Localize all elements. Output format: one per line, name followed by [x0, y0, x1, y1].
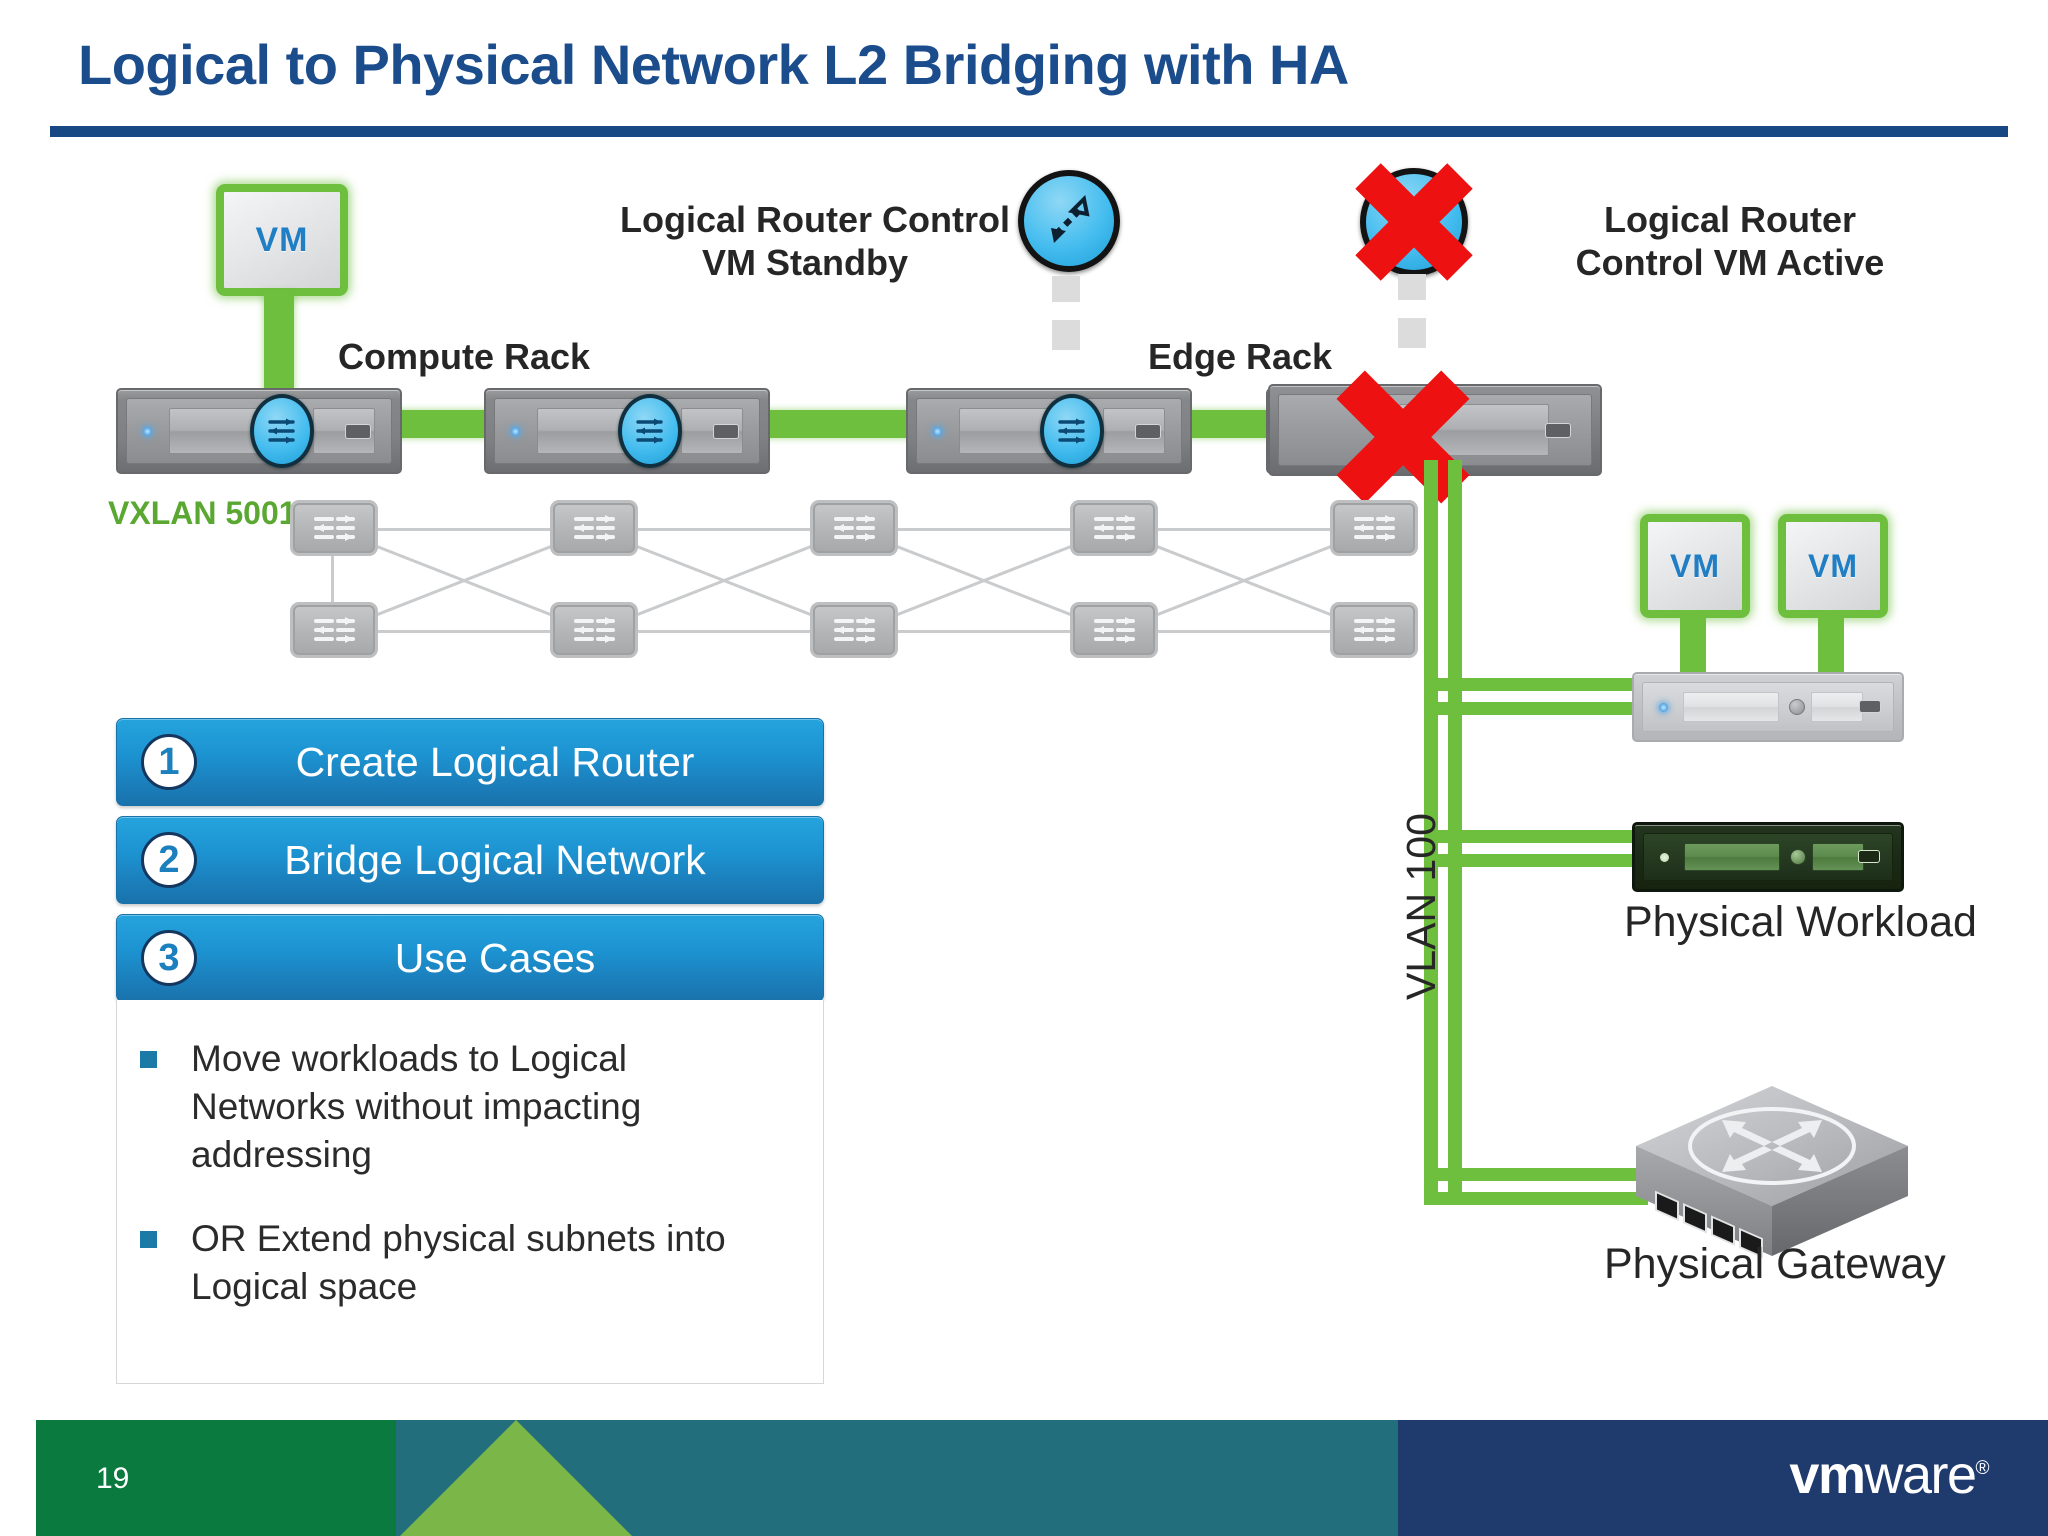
fabric-link [854, 630, 1114, 633]
router-standby-connector [1052, 276, 1080, 386]
physical-workload-server [1632, 822, 1904, 892]
fabric-switch-icon [290, 500, 378, 556]
fabric-switch-icon [1330, 602, 1418, 658]
step-bar-1[interactable]: 1 Create Logical Router [116, 718, 824, 806]
title-divider [50, 126, 2008, 137]
page-title: Logical to Physical Network L2 Bridging … [78, 33, 1349, 96]
host-port-icon [345, 424, 371, 439]
vm-right-2-label: VM [1808, 547, 1858, 584]
host-port-icon [1545, 423, 1571, 438]
drive-bay [1683, 692, 1779, 722]
use-cases-panel [116, 1000, 824, 1384]
router-active-label: Logical Router Control VM Active [1575, 199, 1885, 284]
host-face [1643, 833, 1893, 881]
vlan100-branch-workload-b [1424, 854, 1648, 867]
network-fabric [290, 500, 1420, 680]
fabric-switch-icon [810, 602, 898, 658]
vtep-switch-icon [250, 394, 314, 468]
fabric-link [1114, 630, 1374, 633]
logical-router-standby-icon [1018, 170, 1120, 272]
fabric-link [854, 528, 1114, 531]
step-bar-2[interactable]: 2 Bridge Logical Network [116, 816, 824, 904]
bullet-square-icon [140, 1051, 157, 1068]
power-led-icon [143, 427, 152, 436]
bullet-item-1: Move workloads to Logical Networks witho… [140, 1035, 800, 1179]
step-bar-3[interactable]: 3 Use Cases [116, 914, 824, 1002]
host-port-icon [1858, 850, 1880, 863]
bullet-text-2: OR Extend physical subnets into Logical … [191, 1218, 726, 1308]
host-knob [1790, 849, 1806, 865]
bullet-text-1: Move workloads to Logical Networks witho… [191, 1038, 642, 1176]
step-label-3: Use Cases [394, 934, 596, 981]
vxlan-5001-trunk [280, 410, 1440, 438]
vmware-logo-rest: ware [1864, 1445, 1977, 1505]
physical-gateway-label: Physical Gateway [1604, 1240, 1946, 1288]
vlan-100-label: VLAN 100 [1398, 813, 1444, 1000]
compute-rack-label: Compute Rack [338, 336, 591, 377]
physical-gateway-icon [1624, 1078, 1920, 1268]
fabric-switch-icon [810, 500, 898, 556]
vlan100-trunk-right [1448, 460, 1462, 1192]
bullet-square-icon [140, 1231, 157, 1248]
drive-bay [1812, 843, 1864, 871]
footer-triangle-decoration [400, 1420, 1520, 1536]
footer-green-band [36, 1420, 396, 1536]
host-port-icon [713, 424, 739, 439]
failure-x-router-active [1348, 156, 1480, 288]
fabric-switch-icon [550, 500, 638, 556]
vm-compute-box: VM [216, 184, 348, 296]
page-number: 19 [96, 1462, 130, 1495]
fabric-switch-icon [1070, 602, 1158, 658]
vlan100-branch-vmhost-b [1424, 702, 1648, 715]
fabric-link [334, 528, 594, 531]
fabric-switch-icon [290, 602, 378, 658]
vlan100-trunk-left [1424, 460, 1438, 1192]
vlan100-branch-gateway-b [1424, 1192, 1648, 1205]
vlan100-branch-vmhost-a [1438, 678, 1648, 691]
slide-footer: 19 vmware® [0, 1420, 2048, 1536]
link-vm-right-2-to-host [1818, 612, 1844, 674]
step-number-2: 2 [141, 832, 197, 888]
vtep-switch-icon [618, 394, 682, 468]
host-port-icon [1859, 700, 1881, 713]
host-face [1642, 682, 1894, 732]
power-led-icon [1660, 853, 1669, 862]
vm-hosting-server [1632, 672, 1904, 742]
vm-right-1: VM [1640, 514, 1750, 618]
vm-right-1-label: VM [1670, 547, 1720, 584]
host-knob [1789, 699, 1805, 715]
vmware-logo-bold: vm [1789, 1445, 1866, 1505]
power-led-icon [933, 427, 942, 436]
router-active-connector [1398, 274, 1426, 384]
fabric-switch-icon [1070, 500, 1158, 556]
link-vm-right-1-to-host [1680, 612, 1706, 674]
step-label-1: Create Logical Router [295, 738, 695, 785]
fabric-switch-icon [1330, 500, 1418, 556]
step-number-3: 3 [141, 930, 197, 986]
vlan100-branch-gateway-a [1438, 1168, 1648, 1181]
registered-mark-icon: ® [1975, 1458, 1990, 1479]
power-led-icon [1659, 703, 1668, 712]
fabric-link [594, 528, 854, 531]
vmware-logo: vmware® [1789, 1445, 1990, 1505]
step-number-1: 1 [141, 734, 197, 790]
vxlan-label: VXLAN 5001 [108, 495, 297, 531]
vm-right-2: VM [1778, 514, 1888, 618]
power-led-icon [511, 427, 520, 436]
vm-compute-label: VM [255, 220, 309, 259]
step-label-2: Bridge Logical Network [284, 836, 706, 883]
fabric-switch-icon [550, 602, 638, 658]
fabric-link [334, 630, 594, 633]
drive-bay [1684, 843, 1780, 871]
drive-bay [1811, 692, 1863, 722]
host-port-icon [1135, 424, 1161, 439]
physical-workload-label: Physical Workload [1624, 898, 1977, 946]
edge-rack-label: Edge Rack [1148, 336, 1333, 377]
vtep-switch-icon [1040, 394, 1104, 468]
bullet-item-2: OR Extend physical subnets into Logical … [140, 1215, 800, 1311]
router-standby-label: Logical Router Control VM Standby [620, 199, 1010, 284]
fabric-link [1114, 528, 1374, 531]
vlan100-branch-workload-a [1438, 830, 1648, 843]
fabric-link [594, 630, 854, 633]
